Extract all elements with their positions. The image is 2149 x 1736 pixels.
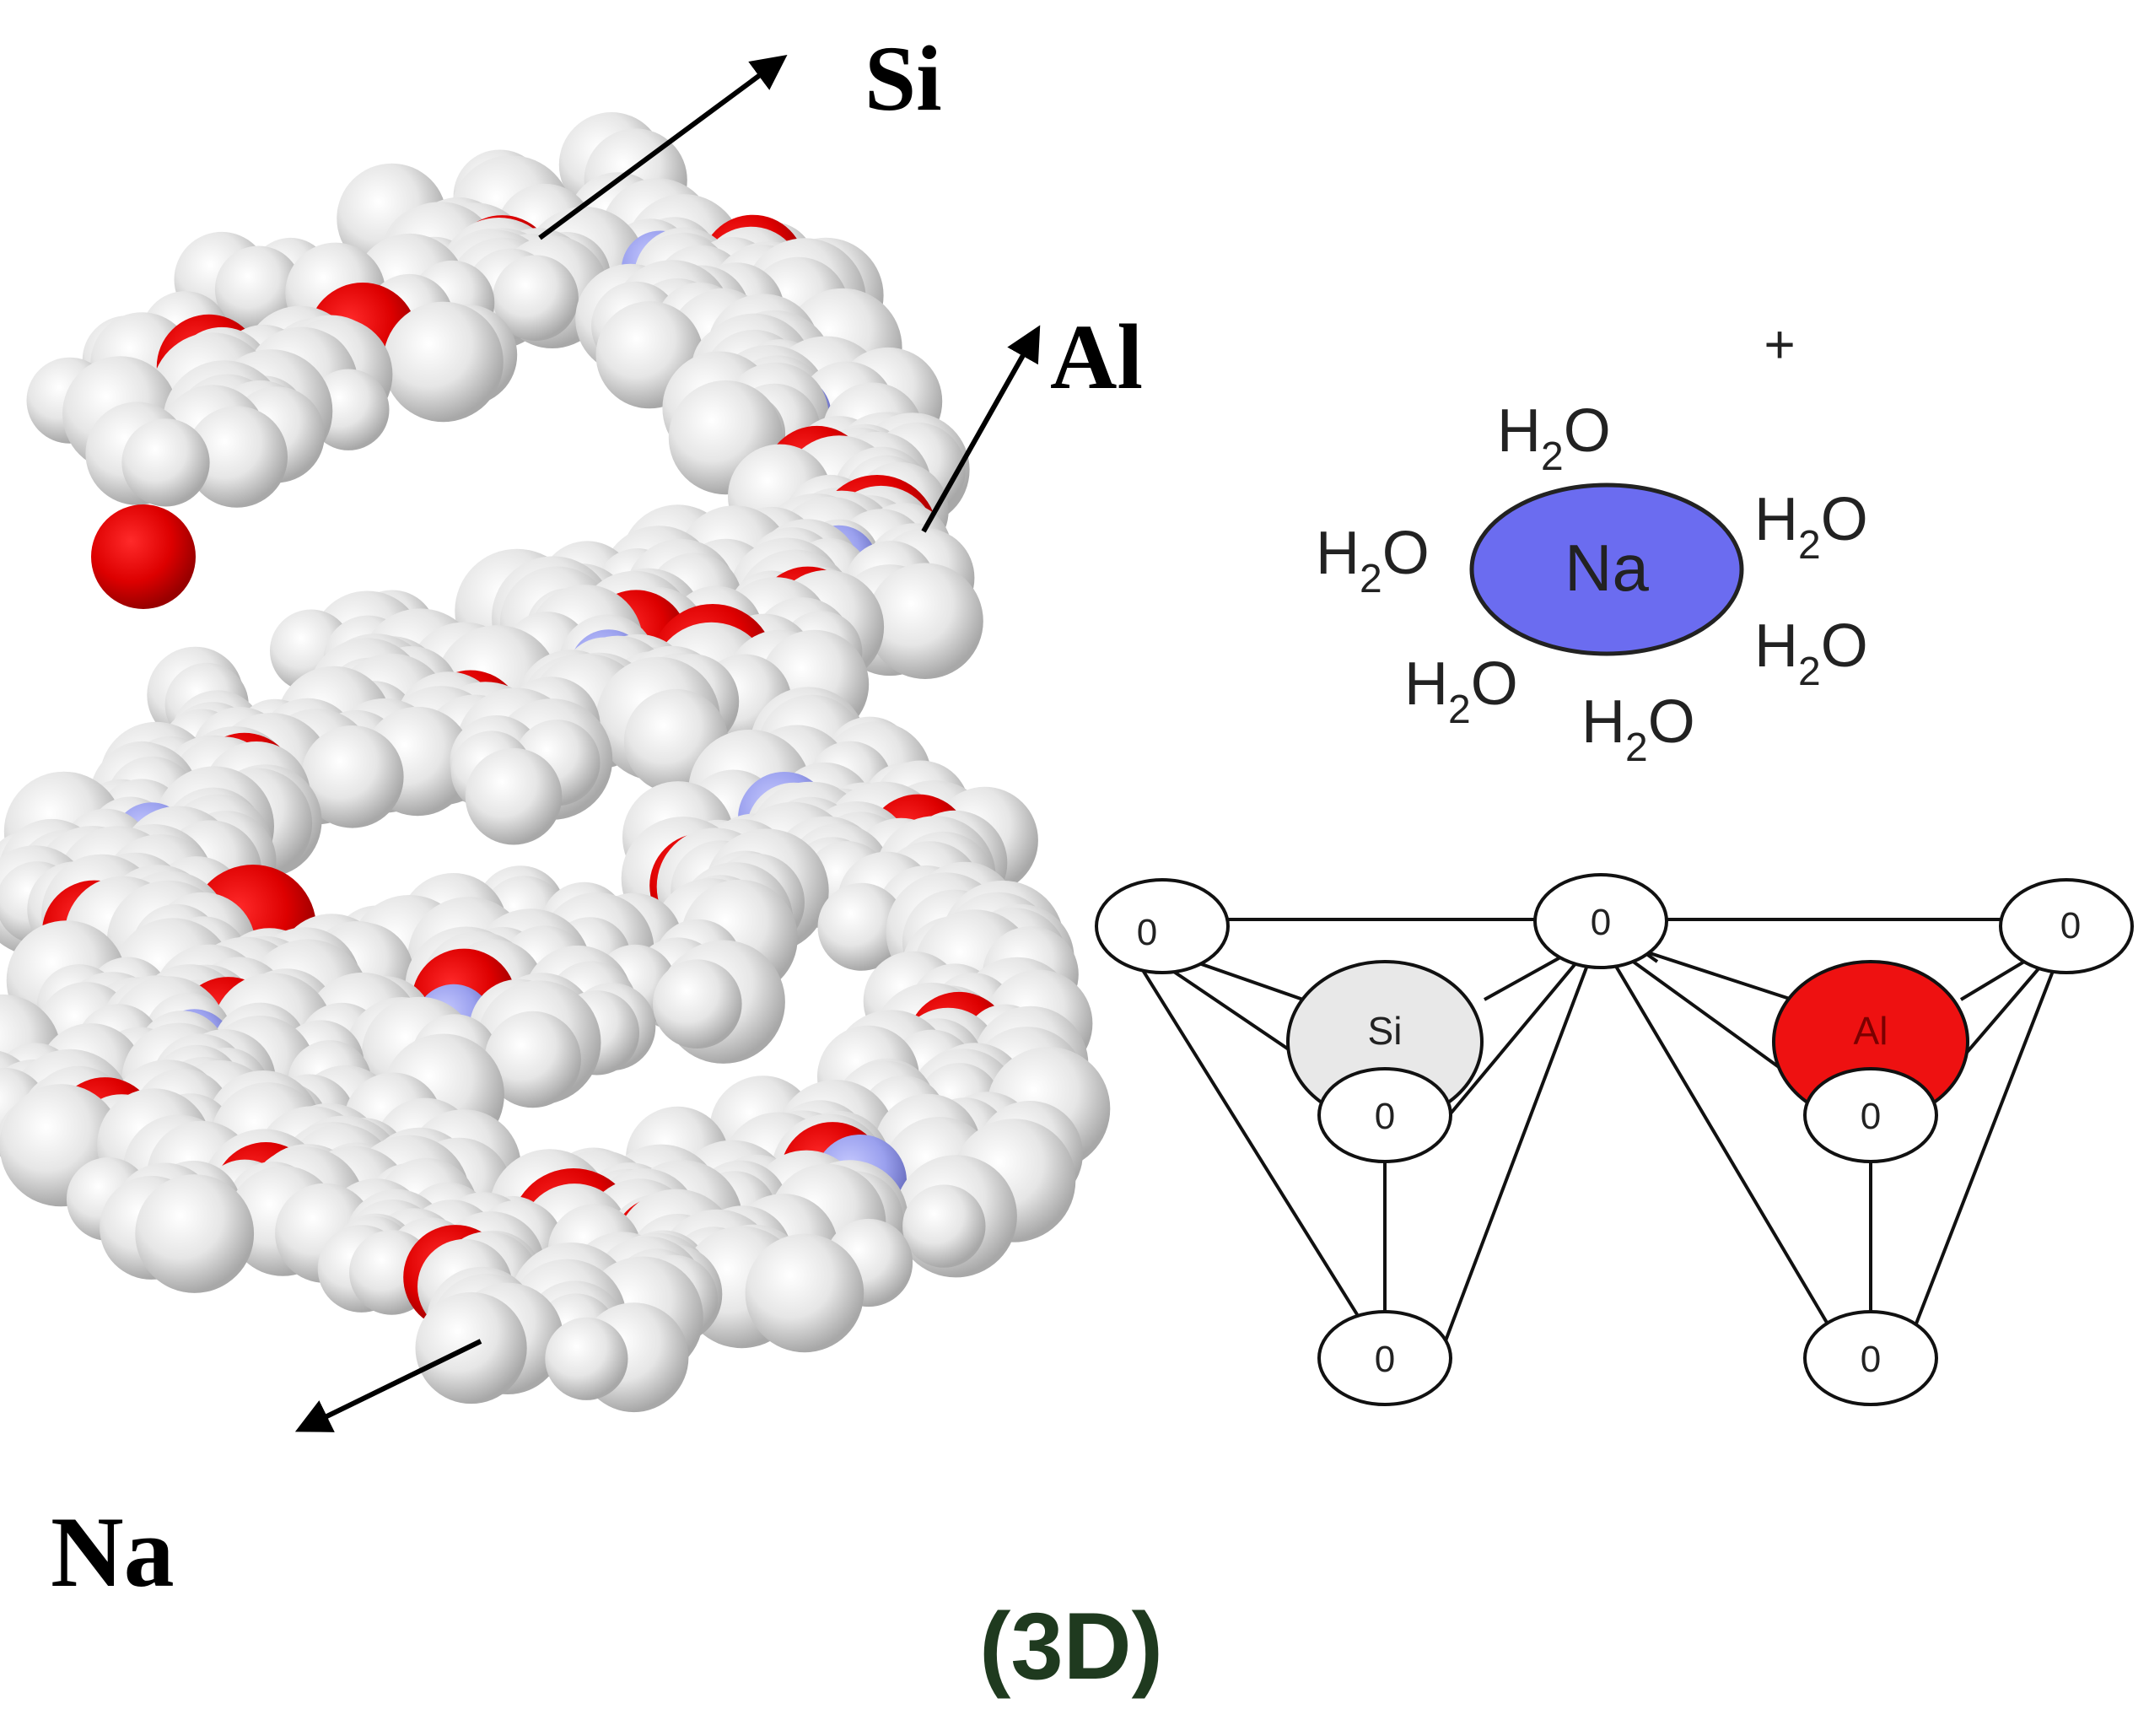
oxygen-atom <box>91 504 196 609</box>
carbon-atom <box>653 959 742 1049</box>
figure-caption: (3D) <box>979 1593 1163 1699</box>
svg-text:0: 0 <box>1375 1339 1395 1380</box>
label-arrows <box>294 55 1041 1432</box>
oxygen-node: 0 <box>1095 878 1230 974</box>
water-molecule: H2O <box>1316 520 1430 601</box>
al-arrow <box>921 325 1041 533</box>
svg-text:Si: Si <box>1368 1009 1403 1053</box>
water-molecule: H2O <box>1754 612 1868 694</box>
svg-text:0: 0 <box>1375 1096 1395 1137</box>
carbon-atom <box>484 1011 581 1108</box>
na-arrow <box>294 1339 482 1432</box>
svg-text:0: 0 <box>2060 905 2081 946</box>
na-label: Na <box>51 1496 175 1608</box>
oxygen-node: 0 <box>1803 1310 1938 1406</box>
oxygen-node: 0 <box>1317 1067 1452 1163</box>
water-molecule: H2O <box>1404 650 1518 732</box>
svg-text:0: 0 <box>1861 1339 1881 1380</box>
carbon-atom <box>902 1184 986 1268</box>
si-arrow <box>538 55 788 240</box>
oxygen-node: 0 <box>1999 878 2134 974</box>
svg-text:Al: Al <box>1854 1009 1888 1053</box>
carbon-atom <box>186 406 288 508</box>
si-label: Si <box>864 27 942 130</box>
carbon-atom <box>301 725 404 828</box>
carbon-atom <box>745 1233 864 1353</box>
hydrated-sodium-cation: Na + H2O H2O H2O H2O H2O H2O <box>1316 314 1868 770</box>
oxygen-node: 0 <box>1317 1310 1452 1406</box>
sodium-ion <box>1469 483 1744 656</box>
svg-text:0: 0 <box>1861 1096 1881 1137</box>
carbon-atom <box>817 882 906 971</box>
carbon-atom <box>121 418 210 507</box>
carbon-atom <box>465 747 563 845</box>
water-molecule: H2O <box>1497 397 1611 479</box>
oxygen-node: 0 <box>1803 1067 1938 1163</box>
carbon-atom <box>493 255 579 342</box>
carbon-atom <box>383 301 504 423</box>
svg-text:0: 0 <box>1137 912 1157 953</box>
space-filling-model <box>0 112 1111 1413</box>
carbon-atom <box>135 1174 255 1293</box>
cation-charge: + <box>1764 314 1795 375</box>
tetrahedra-atoms: Si Al 0 0 0 0 0 0 0 <box>1095 873 2134 1406</box>
water-molecule: H2O <box>1581 688 1695 770</box>
svg-text:0: 0 <box>1591 902 1611 943</box>
water-molecule: H2O <box>1754 486 1868 568</box>
sodium-ion-label: Na <box>1565 531 1649 605</box>
carbon-atom <box>867 563 983 679</box>
oxygen-node: 0 <box>1533 873 1668 969</box>
al-label: Al <box>1050 305 1143 408</box>
carbon-atom <box>545 1317 628 1400</box>
